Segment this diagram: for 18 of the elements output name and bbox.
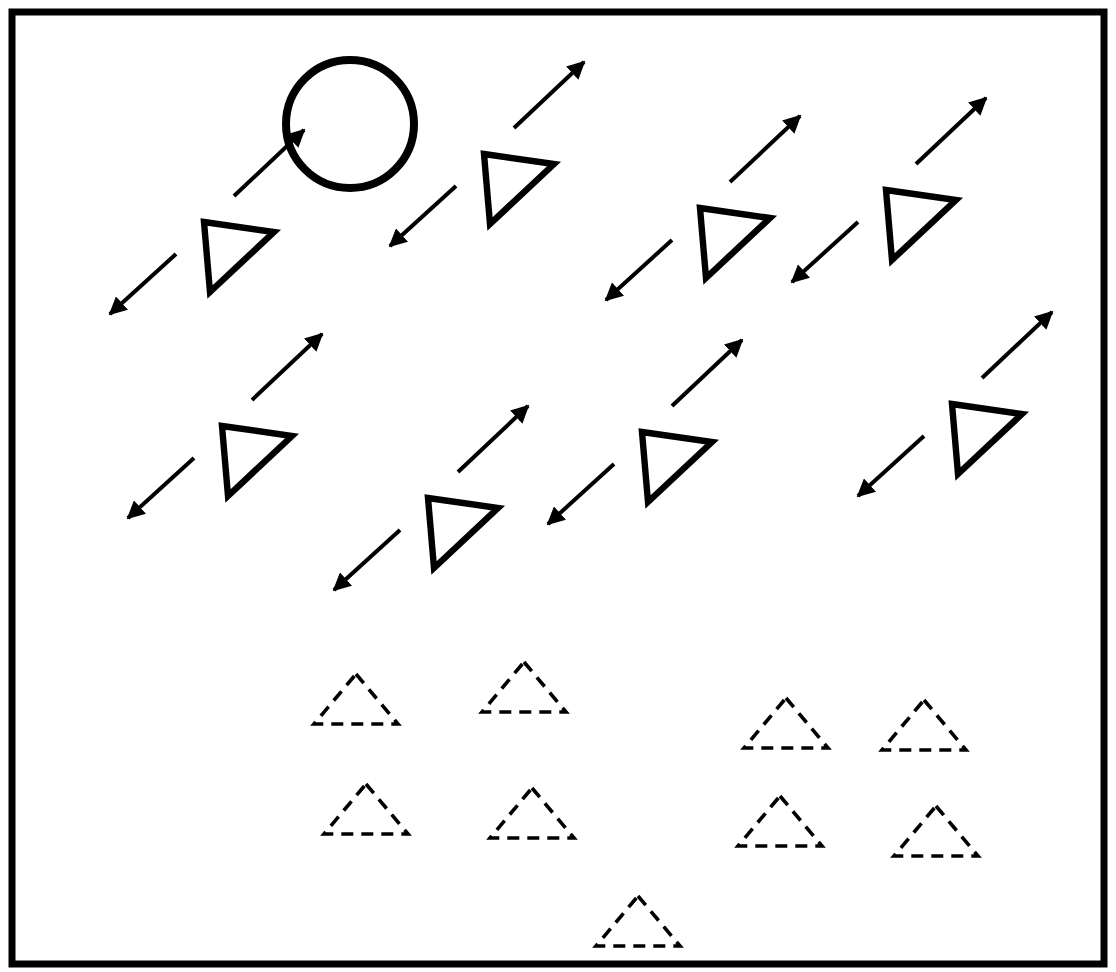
triangle-symbol <box>638 428 718 508</box>
triangle-symbol <box>480 150 560 230</box>
dashed-triangle-symbol <box>890 802 982 862</box>
dashed-triangle-symbol <box>486 784 578 844</box>
triangle-symbol <box>882 186 962 266</box>
triangle-symbol <box>948 400 1028 480</box>
dashed-triangle-symbol <box>740 694 832 754</box>
dashed-triangle-symbol <box>878 696 970 756</box>
dashed-triangle-symbol <box>592 892 684 952</box>
triangle-symbol <box>424 494 504 574</box>
dashed-triangle-symbol <box>310 670 402 730</box>
dashed-triangle-symbol <box>734 792 826 852</box>
triangle-symbol <box>218 422 298 502</box>
circle-symbol <box>282 56 418 192</box>
dashed-triangle-symbol <box>478 658 570 718</box>
triangle-symbol <box>696 204 776 284</box>
dashed-triangle-symbol <box>320 780 412 840</box>
triangle-symbol <box>200 218 280 298</box>
